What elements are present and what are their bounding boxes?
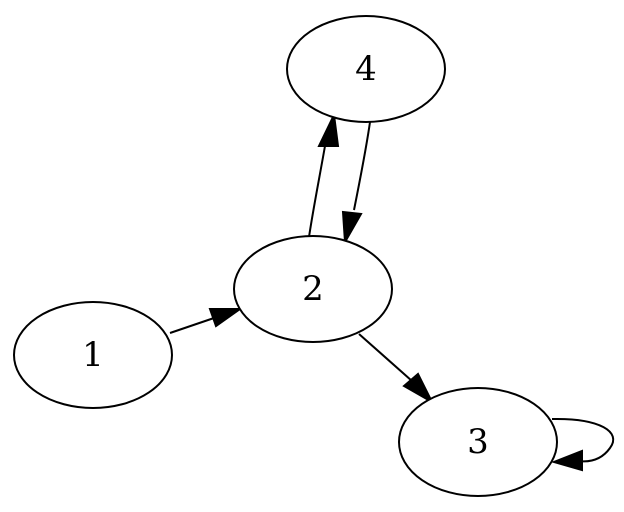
node-4-label: 4 — [355, 49, 377, 89]
edge-3-to-3 — [550, 417, 615, 472]
edge-4-to-2 — [341, 121, 371, 246]
node-3: 3 — [398, 387, 558, 497]
node-1-label: 1 — [82, 335, 104, 375]
node-4: 4 — [286, 15, 446, 123]
edge-2-to-4 — [308, 111, 340, 238]
node-2: 2 — [233, 235, 393, 343]
node-4-ellipse — [286, 15, 446, 123]
node-2-ellipse — [233, 235, 393, 343]
node-1-ellipse — [13, 301, 173, 409]
node-3-label: 3 — [467, 422, 489, 462]
edge-2-to-3 — [358, 333, 435, 405]
node-1: 1 — [13, 301, 173, 409]
edge-1-to-2 — [169, 308, 244, 334]
node-2-label: 2 — [302, 269, 324, 309]
node-3-ellipse — [398, 387, 558, 497]
